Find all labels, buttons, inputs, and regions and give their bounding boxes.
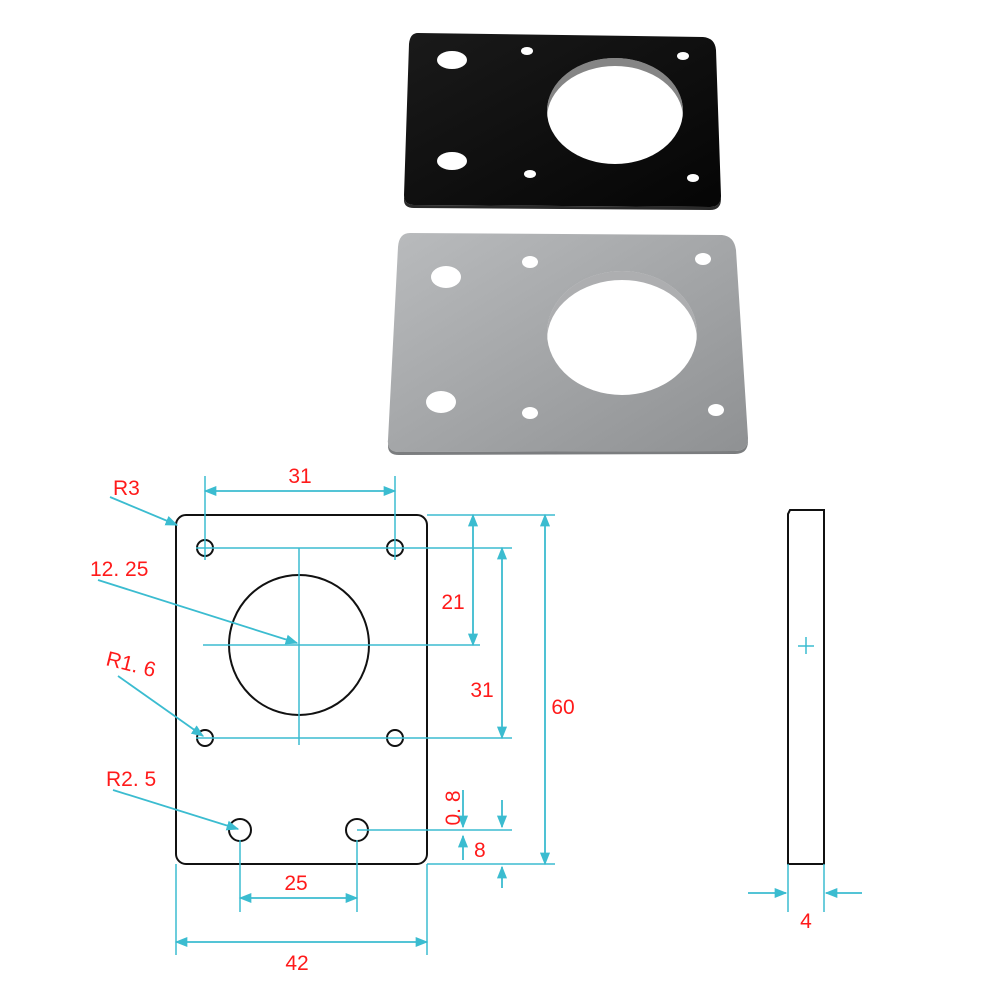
label-small-hole-radius: R1. 6	[104, 648, 158, 682]
silver-plate-center-hole	[547, 271, 697, 395]
black-plate-small-hole	[521, 47, 533, 55]
silver-plate-slot	[426, 391, 456, 413]
dimension-labels: 31 R3 12. 25 21 31 60 R1. 6 R2. 5 0. 8 8…	[90, 465, 812, 975]
black-plate-small-hole	[677, 52, 689, 60]
label-slot-radius: R2. 5	[106, 768, 156, 791]
silver-plate-slot	[431, 266, 461, 288]
black-plate-center-hole	[547, 58, 683, 164]
center-lines	[175, 476, 555, 955]
black-plate-slot	[437, 152, 467, 170]
leader-r1-6	[117, 675, 205, 737]
dimension-lines	[97, 485, 551, 948]
leader-r3	[109, 496, 179, 526]
label-slot-spacing: 25	[284, 872, 307, 895]
label-center-hole: 12. 25	[90, 558, 148, 581]
slot-hole	[228, 818, 252, 842]
silver-plate-small-hole	[522, 407, 538, 419]
black-plate-small-hole	[524, 170, 536, 178]
silver-plate-small-hole	[695, 253, 711, 265]
side-view	[748, 509, 862, 912]
label-hole-spacing-vertical: 31	[470, 679, 493, 702]
label-top-to-center: 21	[441, 591, 464, 614]
silver-plate-small-hole	[522, 256, 538, 268]
label-slot-offset: 0. 8	[442, 790, 465, 825]
label-overall-height: 60	[551, 696, 574, 719]
black-plate-photo	[404, 33, 721, 210]
leader-r2-5	[112, 789, 240, 831]
label-hole-spacing-top: 31	[288, 465, 311, 488]
black-plate-small-hole	[687, 174, 699, 182]
label-overall-width: 42	[285, 952, 308, 975]
silver-plate-photo	[387, 233, 748, 455]
side-view-outline	[787, 509, 825, 865]
black-plate-slot	[437, 51, 467, 69]
label-bottom-offset: 8	[474, 839, 486, 862]
label-corner-radius: R3	[113, 477, 140, 500]
silver-plate-small-hole	[708, 404, 724, 416]
leader-center-hole	[97, 579, 299, 645]
front-view	[175, 514, 428, 865]
label-thickness: 4	[800, 910, 812, 933]
plate-outline	[175, 514, 428, 865]
